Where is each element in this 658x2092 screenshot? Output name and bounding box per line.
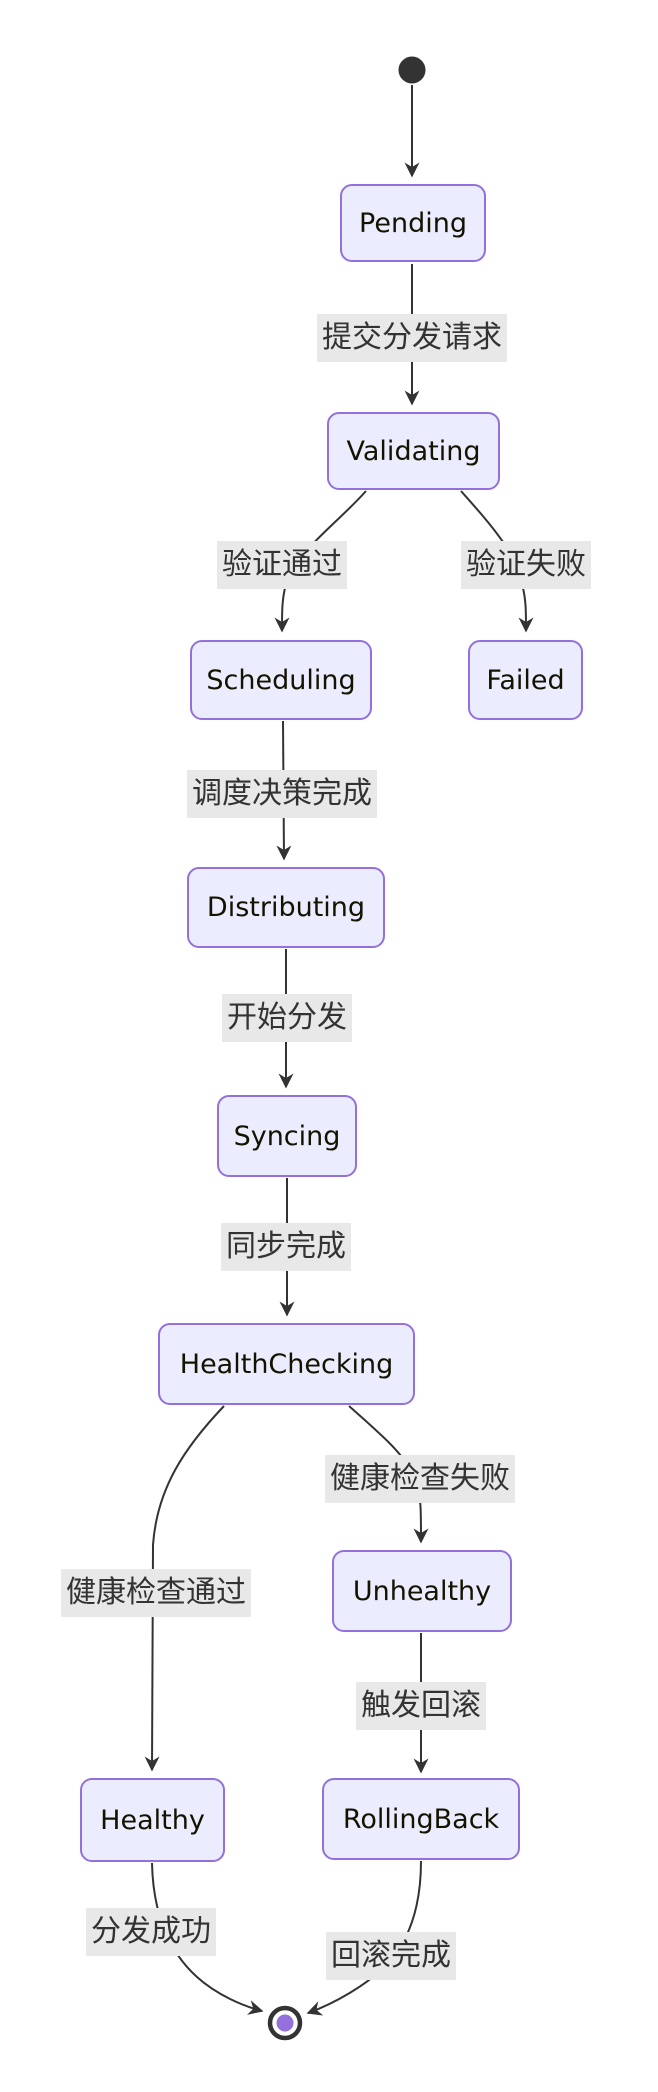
state-node-scheduling: Scheduling	[190, 640, 372, 720]
state-node-healthchecking: HealthChecking	[158, 1323, 415, 1405]
state-node-unhealthy: Unhealthy	[332, 1550, 512, 1632]
state-label: HealthChecking	[179, 1348, 394, 1380]
edge-label-rollback-done: 回滚完成	[326, 1932, 456, 1980]
state-node-healthy: Healthy	[80, 1778, 225, 1862]
state-label: Unhealthy	[352, 1575, 492, 1607]
state-node-rollingback: RollingBack	[322, 1778, 520, 1860]
state-node-pending: Pending	[340, 184, 486, 262]
edge-label-trigger-rollback: 触发回滚	[356, 1682, 486, 1730]
state-label: Scheduling	[206, 664, 356, 696]
edge-label-sync-done: 同步完成	[221, 1223, 351, 1271]
edge-healthchecking-to-healthy	[144, 1405, 225, 1772]
edge-label-validate-pass: 验证通过	[217, 541, 347, 589]
state-label: Pending	[359, 207, 467, 239]
edge-healthy-to-final	[151, 1862, 264, 2015]
state-label: RollingBack	[342, 1803, 500, 1835]
edge-label-health-fail: 健康检查失败	[325, 1455, 515, 1503]
final-state-inner-dot	[276, 2014, 294, 2032]
edge-label-health-pass: 健康检查通过	[61, 1569, 251, 1617]
state-label: Distributing	[206, 892, 366, 923]
edge-label-distribute-success: 分发成功	[86, 1908, 216, 1956]
state-label: Validating	[346, 435, 481, 467]
state-node-validating: Validating	[327, 412, 500, 490]
edge-label-start-distribute: 开始分发	[222, 994, 352, 1042]
state-node-failed: Failed	[468, 640, 583, 720]
edge-label-validate-fail: 验证失败	[461, 541, 591, 589]
edge-label-schedule-done: 调度决策完成	[187, 770, 377, 818]
state-node-distributing: Distributing	[187, 867, 385, 948]
start-state-icon	[398, 56, 426, 84]
state-label: Failed	[486, 664, 565, 696]
state-node-syncing: Syncing	[217, 1095, 357, 1177]
edge-label-submit-request: 提交分发请求	[317, 314, 507, 362]
state-label: Healthy	[100, 1804, 205, 1836]
state-label: Syncing	[233, 1120, 341, 1152]
